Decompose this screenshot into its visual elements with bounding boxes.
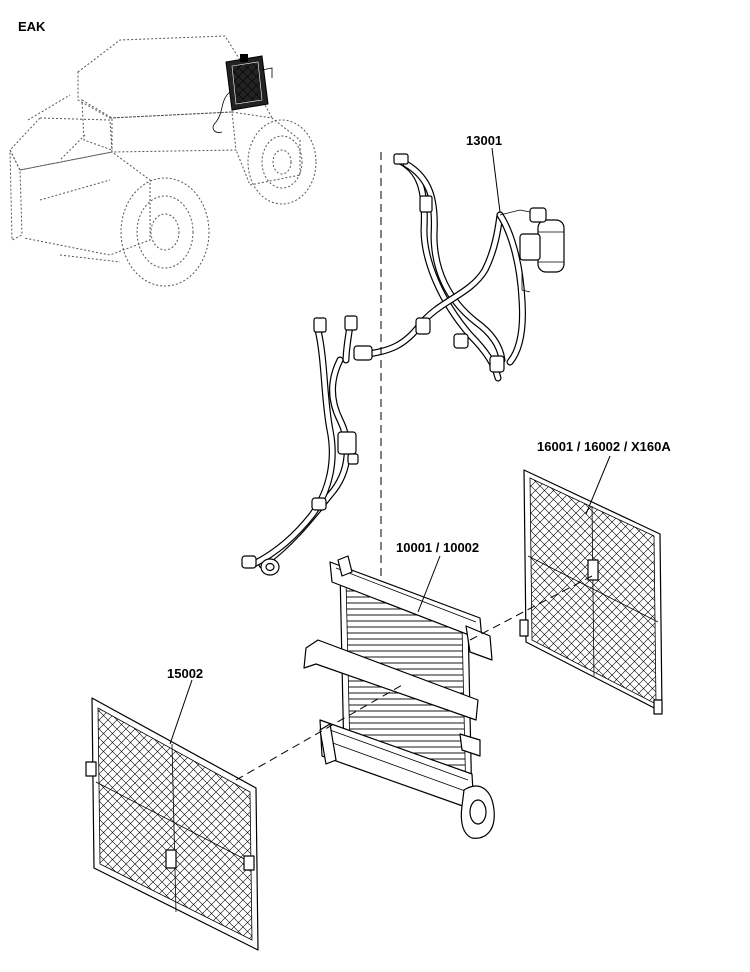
view-code-label: EAK	[18, 19, 46, 34]
leader-hoses	[491, 147, 501, 213]
callout-condenser: 10001 / 10002	[396, 540, 479, 555]
callout-hoses: 13001	[466, 133, 502, 148]
hose-assembly	[241, 153, 565, 576]
leader-condenser	[417, 555, 441, 613]
alignment-line-left-grille	[235, 683, 405, 781]
leader-left-grille	[169, 679, 193, 745]
callout-right-grille: 16001 / 16002 / X160A	[537, 439, 671, 454]
alignment-line-right-grille	[469, 575, 593, 641]
callout-left-grille: 15002	[167, 666, 203, 681]
right-grille	[519, 469, 663, 715]
left-grille	[85, 697, 259, 951]
leader-right-grille	[585, 455, 611, 515]
condenser-location-highlight	[212, 54, 273, 133]
condenser-core	[303, 555, 495, 839]
tractor-outline-ghost	[9, 35, 317, 287]
